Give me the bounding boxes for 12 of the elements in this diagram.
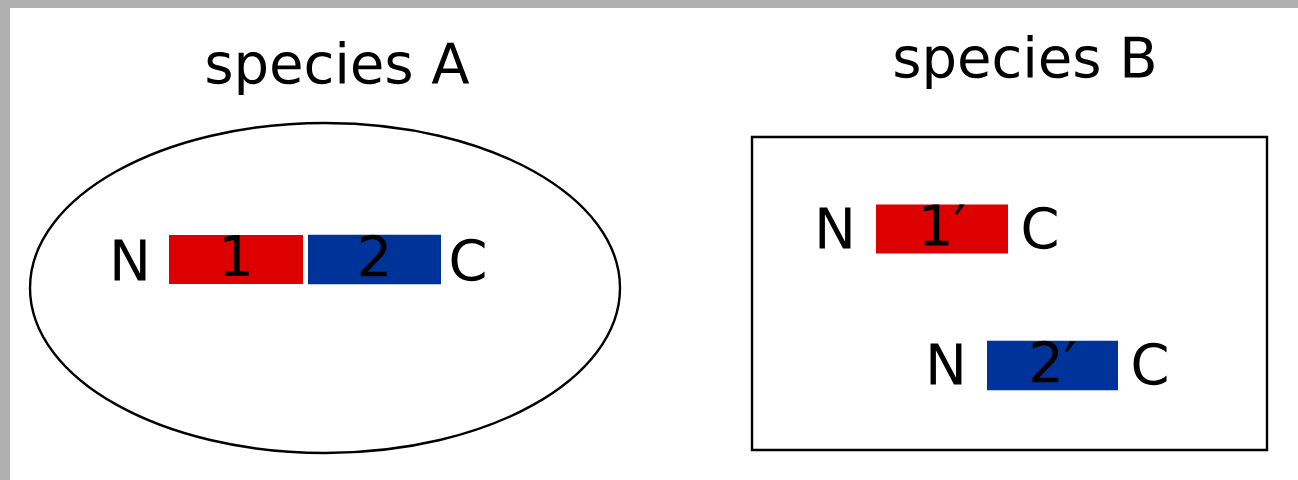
terminus-label: N <box>819 207 851 249</box>
terminus-label: C <box>1133 342 1167 386</box>
terminus-label: C <box>451 238 485 282</box>
terminus-label: C <box>1023 206 1057 250</box>
species-heading: species B <box>895 34 1154 90</box>
species-heading: species A <box>207 40 470 96</box>
domain-bar: 1′ <box>876 204 1008 254</box>
domain-bar: 2′ <box>987 340 1118 391</box>
terminus-label: N <box>114 239 146 281</box>
domain-bar: 1 <box>169 235 303 284</box>
terminus-label: N <box>930 343 962 385</box>
domain-bar: 2 <box>308 234 441 285</box>
